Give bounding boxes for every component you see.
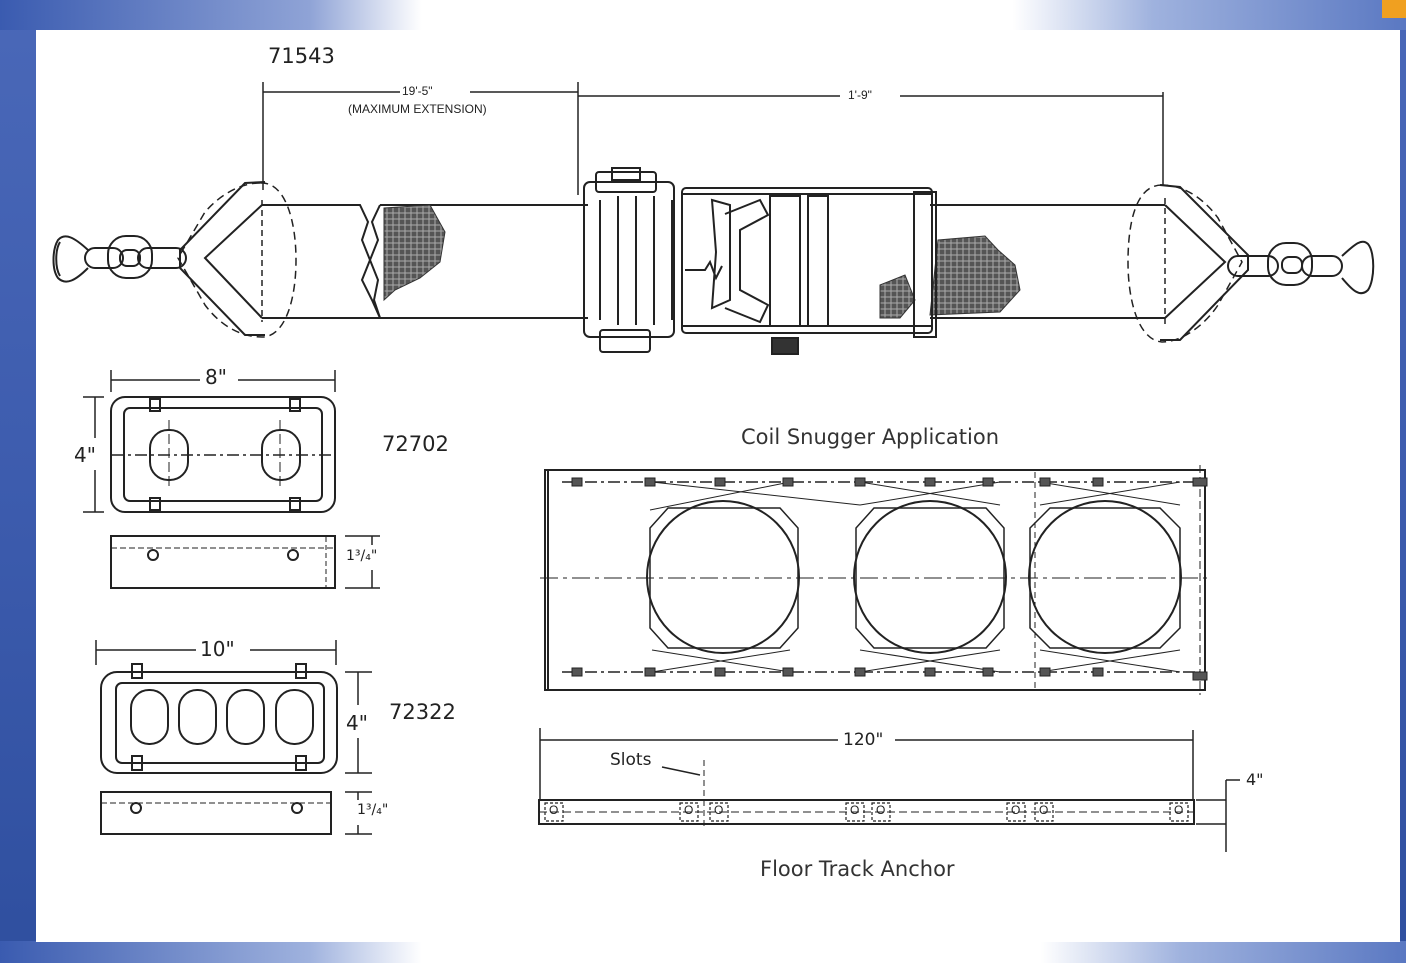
part-number-72322: 72322: [389, 700, 456, 724]
slots-label: Slots: [610, 750, 652, 770]
plate-small-width: 8": [205, 365, 227, 389]
dim-extension: 19'-5": [402, 84, 433, 98]
slot-mark: O: [684, 803, 694, 817]
plate-small-height: 4": [74, 443, 96, 467]
plate-small-drawing: [83, 370, 380, 589]
slot-mark: O: [1011, 803, 1021, 817]
dim-extension-note: (MAXIMUM EXTENSION): [348, 102, 487, 116]
floor-track-caption: Floor Track Anchor: [760, 857, 955, 881]
bottom-band: [0, 941, 1406, 963]
plate-small-thickness: 1³/₄": [346, 548, 378, 564]
plate-large-drawing: [95, 640, 372, 835]
plate-large-thickness: 1³/₄": [357, 802, 389, 818]
slot-mark: O: [850, 803, 860, 817]
corner-accent: [1382, 0, 1406, 18]
dim-ratchet: 1'-9": [848, 88, 872, 102]
plate-large-width: 10": [200, 637, 235, 661]
slot-mark: O: [714, 803, 724, 817]
top-band: [0, 0, 1406, 30]
coil-snugger-drawing: [540, 465, 1210, 695]
strap-assembly: [52, 82, 1375, 355]
slot-mark: O: [549, 803, 559, 817]
coil-snugger-caption: Coil Snugger Application: [741, 425, 1000, 449]
slot-mark: O: [1039, 803, 1049, 817]
slot-mark: O: [1174, 803, 1184, 817]
part-number-71543: 71543: [268, 44, 335, 68]
track-height: 4": [1246, 770, 1264, 789]
track-length: 120": [843, 730, 884, 750]
slot-mark: O: [876, 803, 886, 817]
part-number-72702: 72702: [382, 432, 449, 456]
floor-track-drawing: [538, 728, 1240, 852]
plate-large-height: 4": [346, 711, 368, 735]
